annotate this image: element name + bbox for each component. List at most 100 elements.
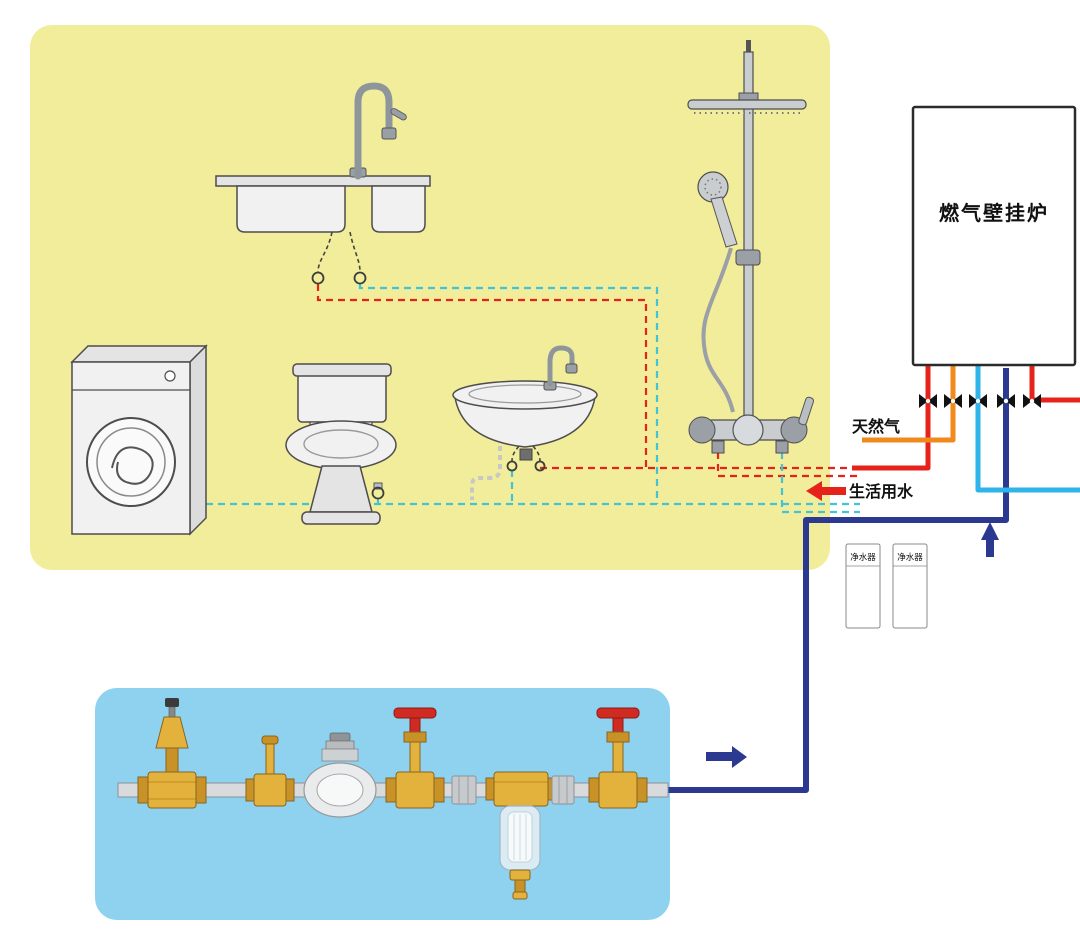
prefilter [485,771,557,900]
hot-water-flow-arrow-left [806,481,846,501]
toilet-supply-stub [373,482,383,490]
washer-door-inner [96,427,166,497]
meter-cap-top [329,732,351,742]
ball-valve-1-body [395,771,435,809]
prv-stem [168,706,176,718]
shower-slider-bracket [735,249,761,266]
prv-adjust-screw [165,698,179,707]
toilet [285,363,397,525]
ball-valve-2-neck [612,741,624,773]
meter-cap-mid [325,740,355,750]
hot-water-dashed-lines [316,284,858,478]
fixtures-zone-background [30,25,830,570]
mixer-cap-left [688,416,716,444]
washing-machine [70,344,208,536]
valve-icon [1023,394,1041,408]
prv-union-right [195,776,207,804]
prefilter-union-left [485,777,495,801]
basin-faucet-spout [565,363,578,374]
ball-valve-1-neck [409,741,421,773]
water-meter [303,732,377,818]
kitchen-hose-ring-left [311,271,325,285]
domestic-water-label: 生活用水 [849,482,914,501]
prefilter-head [493,771,549,807]
prefilter-drain-stem [514,879,526,893]
basin-hose-ring-left [506,460,518,472]
washer-top [70,345,208,363]
ball-valve-2-union-right [636,777,648,803]
ball-valve-2-handle [596,707,640,719]
gas-boiler-label: 燃气壁挂炉 [939,201,1049,225]
kitchen-faucet-handle [390,108,407,121]
pipe-union-b [551,775,575,805]
basin-hose-left [511,445,520,462]
shower-hose [701,247,735,413]
ball-valve-1-union-right [433,777,445,803]
ball-valve-2 [588,707,648,809]
shutoff-union-right [285,778,295,802]
handheld-shower-head [697,171,729,203]
washer-dial [164,370,176,382]
kitchen-faucet-spout [381,127,397,140]
rain-shower-head [687,99,807,110]
ball-valve-2-union-left [588,777,600,803]
natural-gas-pipe [862,363,956,443]
toilet-supply-ring [371,486,385,500]
toilet-base [301,511,381,525]
prv-union-left [137,776,149,804]
toilet-seat [285,420,397,470]
water-inlet-assembly [117,698,669,900]
heating-return-pipe [975,363,1080,493]
inlet-flow-arrow-right [706,746,747,768]
kitchen-faucet [354,82,393,180]
gas-boiler-body [911,105,1077,367]
prv-spring-bell [155,716,189,749]
ball-valve-1 [385,707,445,809]
pipe-union-a [451,775,477,805]
washer-drum-swirl [111,446,154,485]
basin-angle-valve [519,448,533,461]
toilet-tank [297,369,387,423]
heating-supply-pipe [1029,363,1080,403]
meter-cap-base [321,748,359,762]
basin-hose-right [532,445,541,462]
shutoff-union-left [245,778,255,802]
ball-valve-2-post [612,717,624,733]
mixer-wall-nub-right [775,440,789,454]
prefilter-bowl-cap [509,869,531,881]
washer-side [189,344,207,536]
pressure-reducing-valve [137,698,207,809]
ball-valve-1-post [409,717,421,733]
mixer-wall-nub-left [711,440,725,454]
prv-neck [165,747,179,773]
shower-top-nub [746,40,751,54]
shutoff-cap [261,735,279,745]
mixer-lever [798,396,815,426]
natural-gas-label: 天然气 [852,417,900,436]
meter-dial [316,773,364,807]
purifier-label-1: 净水器 [850,552,876,562]
purifier-box-1 [845,543,881,629]
sink-counter [215,175,431,187]
washer-door [86,417,176,507]
toilet-tank-lid [292,363,392,377]
purifier-label-2: 净水器 [897,552,923,562]
shutoff-body [253,773,287,807]
shower-column [687,40,815,454]
hot-line-kitchen [316,284,648,468]
water-purifiers: 净水器 净水器 [845,543,928,629]
hot-line-shower [716,452,858,478]
boiler-isolation-valves [919,394,1041,408]
handheld-handle [710,196,738,248]
prv-body [147,771,197,809]
cold-water-flow-arrow-up [981,522,999,557]
toilet-seat-inner [303,429,379,459]
purifier-box-2 [892,543,928,629]
basin-faucet [547,345,575,387]
ball-valve-1-handle [393,707,437,719]
ball-valve-1-packing [403,731,427,743]
kitchen-hose-ring-right [353,271,367,285]
sink-bowl-right [371,185,426,233]
handheld-face [704,178,722,196]
